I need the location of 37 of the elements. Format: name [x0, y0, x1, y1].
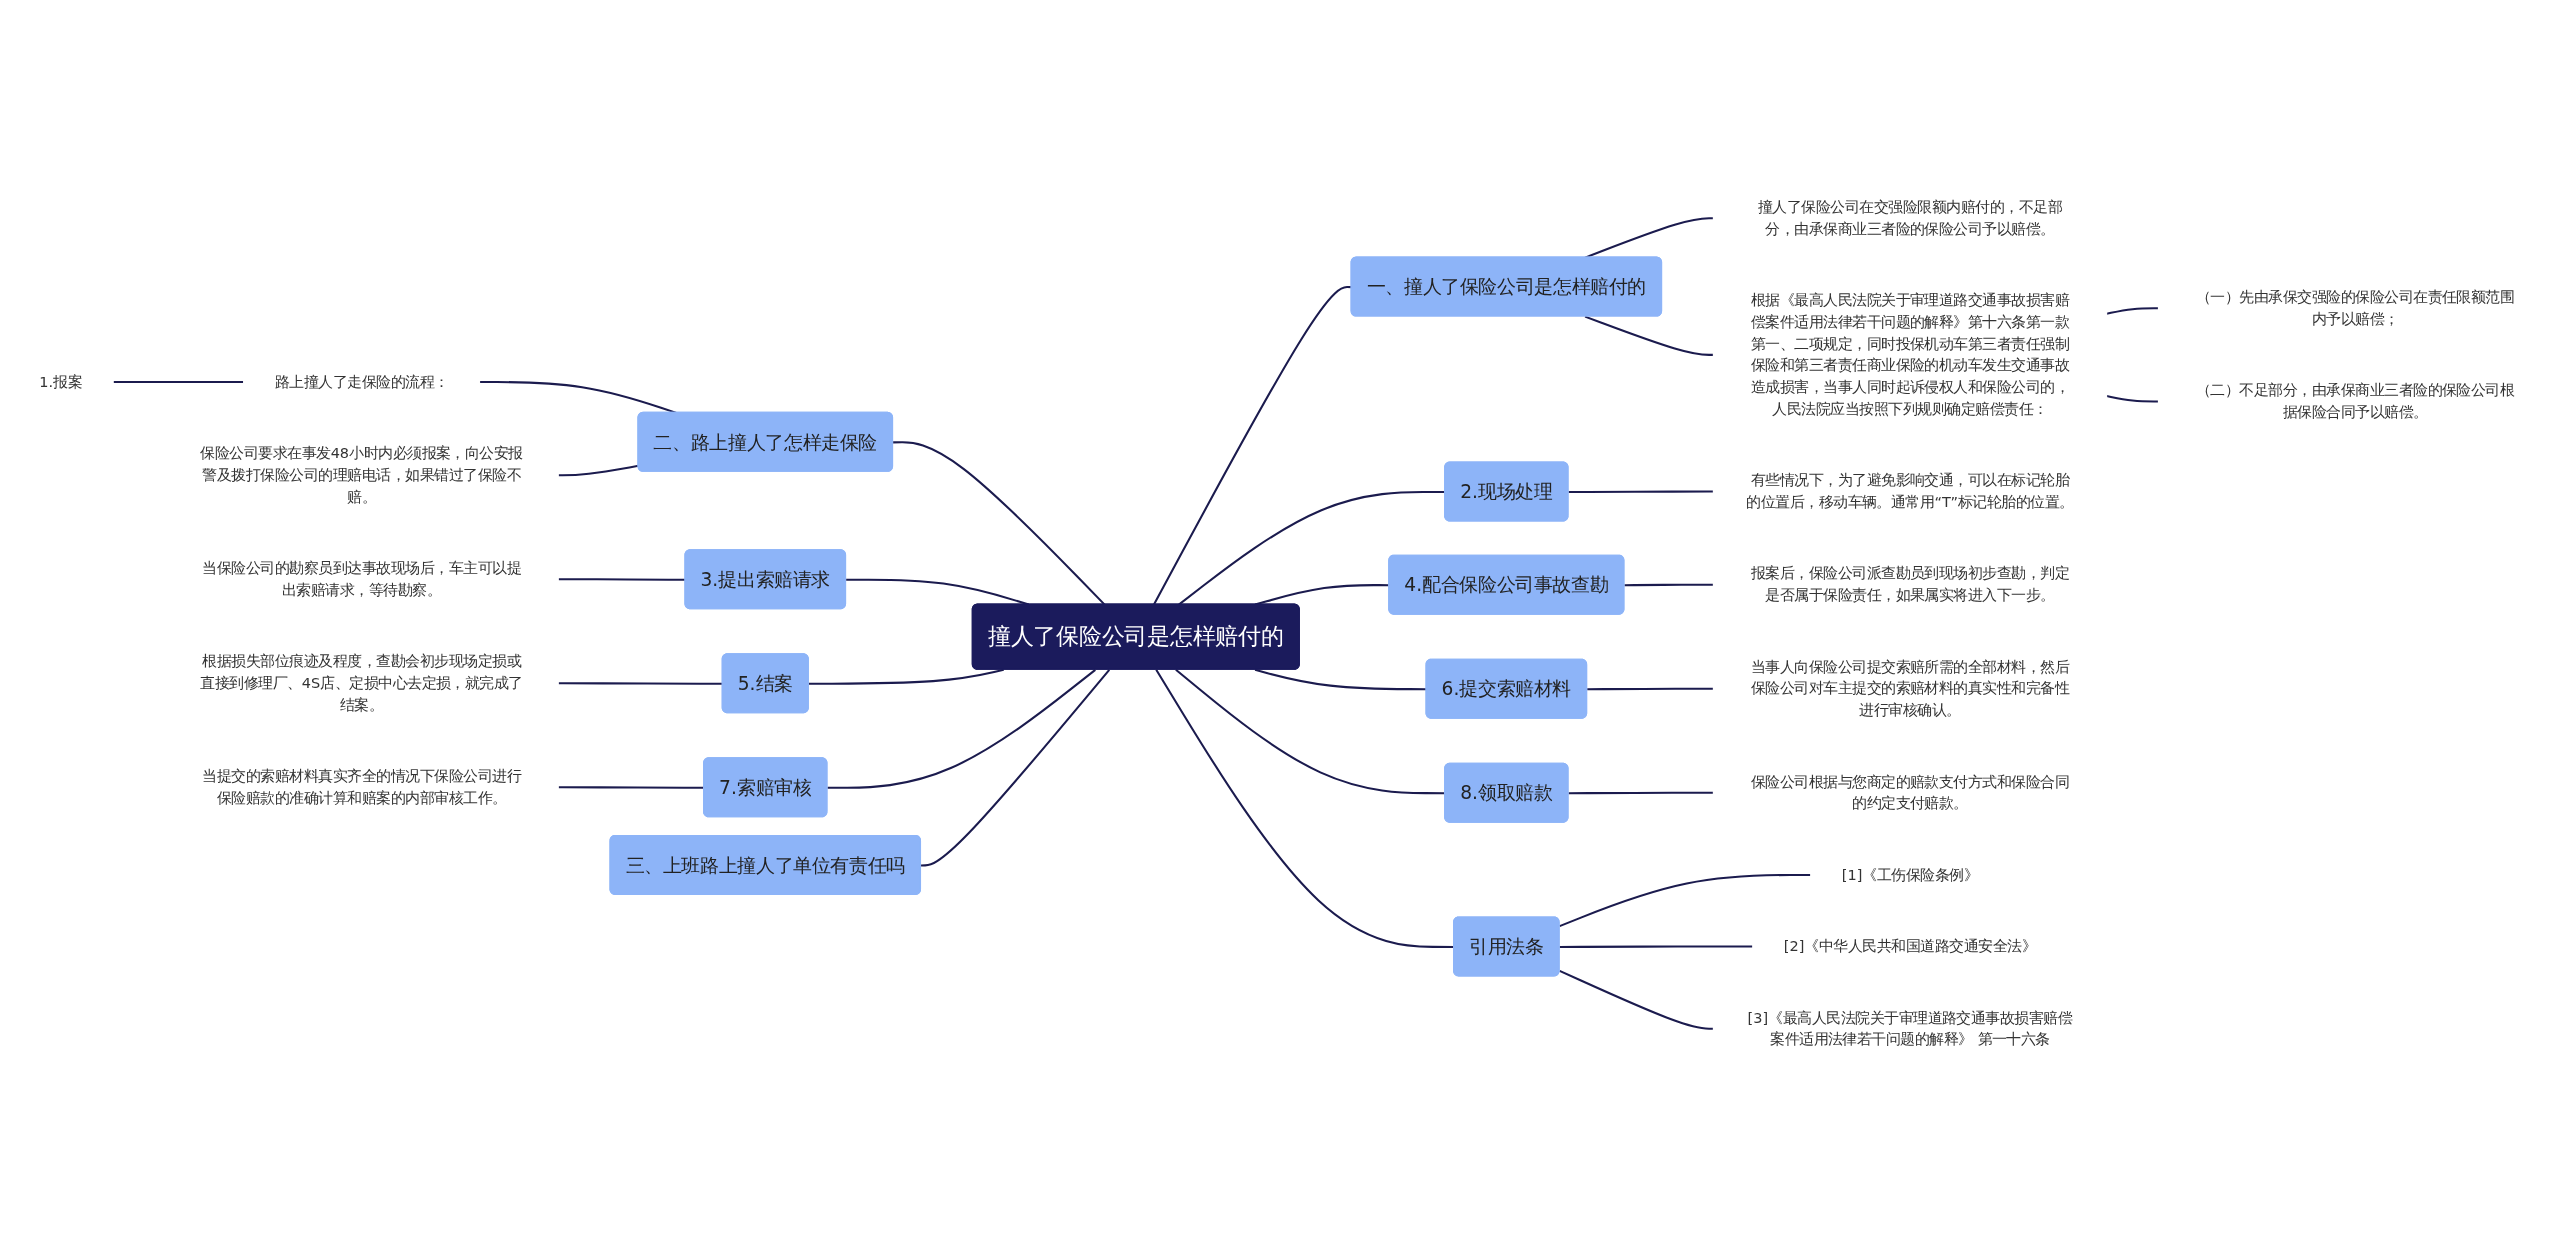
node-text: [3]《最高人民法院关于审理道路交通事故损害赔偿案件适用法律若干问题的解释》 第一十六条	[1747, 1009, 2073, 1048]
connector	[558, 464, 639, 477]
connector	[1624, 583, 1714, 587]
node-text: 保险公司根据与您商定的赔款支付方式和保险合同的约定支付赔款。	[1750, 773, 2070, 812]
node-text: 保险公司要求在事发48小时内必须报案，向公安报警及拨打保险公司的理赔电话，如果错过了保险不赔。	[200, 444, 523, 505]
connector	[2106, 395, 2159, 403]
connector	[893, 441, 1106, 606]
node-text: 1.报案	[39, 373, 83, 390]
connector	[1584, 315, 1714, 356]
node-text: 报案后，保险公司派查勘员到现场初步查勘，判定是否属于保险责任，如果属实将进入下一步。	[1750, 565, 2070, 604]
node-text: [2]《中华人民共和国道路交通安全法》	[1783, 937, 2037, 955]
connector	[113, 381, 244, 384]
connector	[1153, 286, 1352, 606]
node-text: 路上撞人了走保险的流程：	[274, 373, 449, 390]
node-text: 根据《最高人民法院关于审理道路交通事故损害赔偿案件适用法律若干问题的解释》第十六条第一款第一、二项规定，同时投保机动车第三者责任强制保险和第三者责任商业保险的机动车发生交通事故造成损害，当事人同时起诉侵权人和保险公司的，人民法院应当按照下列规则确定赔偿责任：	[1750, 291, 2070, 418]
connector	[1568, 490, 1714, 494]
connector	[1559, 873, 1811, 928]
node-text: 当保险公司的勘察员到达事故现场后，车主可以提出索赔请求，等待勘察。	[202, 559, 521, 598]
connector	[558, 682, 723, 685]
connector	[1559, 970, 1714, 1030]
connector	[479, 381, 677, 414]
connector	[1559, 945, 1753, 948]
node-text: 根据损失部位痕迹及程度，查勘会初步现场定损或直接到修理厂、4S店、定损中心去定损，就完成了结案。	[200, 652, 523, 713]
connector	[1587, 687, 1714, 691]
connector	[1254, 668, 1427, 691]
node-text: （二）不足部分，由承保商业三者险的保险公司根据保险合同予以赔偿。	[2195, 381, 2515, 421]
connector	[1568, 791, 1714, 795]
connector	[921, 669, 1111, 867]
node-text: 有些情况下，为了避免影响交通，可以在标记轮胎的位置后，移动车辆。通常用“T”标记轮胎的位置。	[1746, 471, 2074, 511]
node-text: 当提交的索赔材料真实齐全的情况下保险公司进行保险赔款的准确计算和赔案的内部审核工作。	[202, 767, 521, 806]
node-text: 当事人向保险公司提交索赔所需的全部材料，然后保险公司对车主提交的索赔材料的真实性和完备性进行审核确认。	[1750, 658, 2070, 719]
connector	[2106, 307, 2159, 315]
node-text: 撞人了保险公司在交强险限额内赔付的，不足部分，由承保商业三者险的保险公司予以赔偿。	[1757, 198, 2063, 237]
connector	[808, 668, 1004, 685]
connector	[827, 669, 1096, 789]
node-text: （一）先由承保交强险的保险公司在责任限额范围内予以赔偿；	[2195, 288, 2515, 327]
node-text: [1]《工伤保险条例》	[1841, 866, 1979, 883]
